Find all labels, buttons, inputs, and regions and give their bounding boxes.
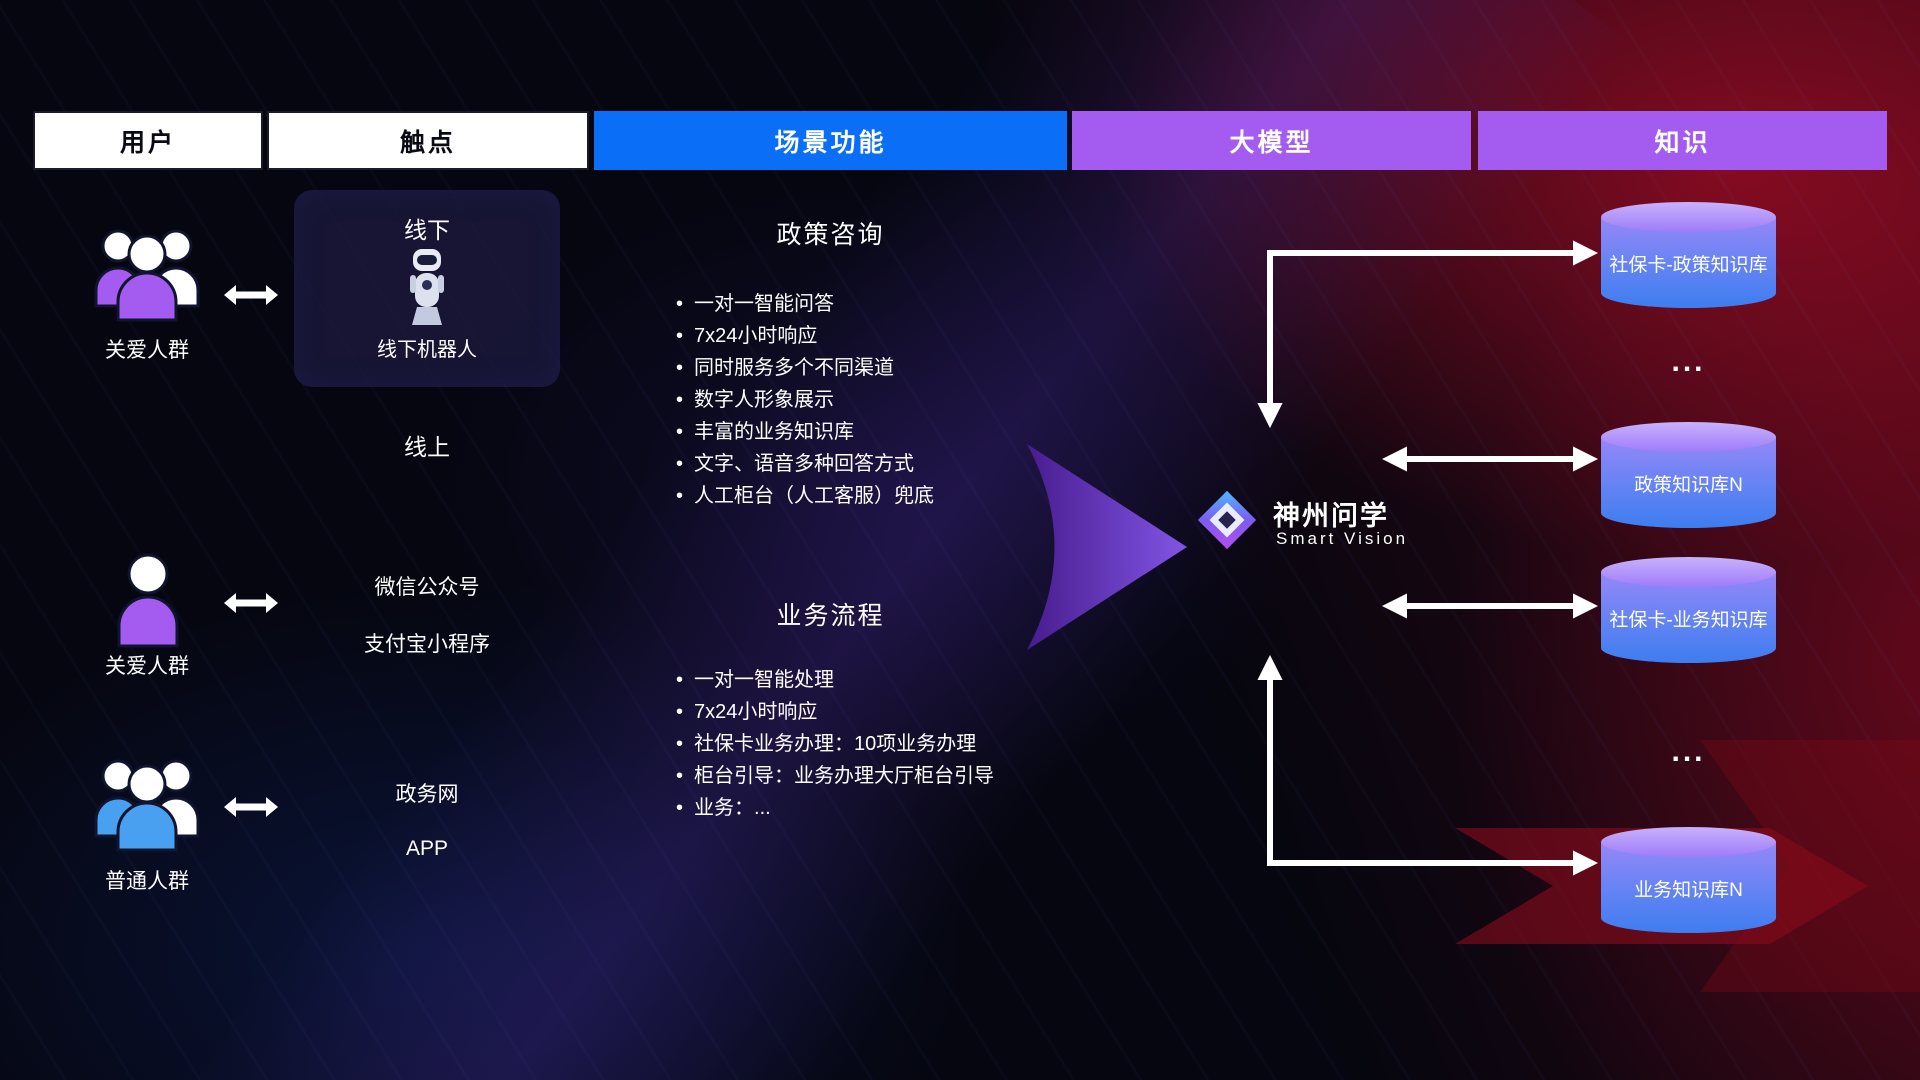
offline-title: 线下 bbox=[404, 217, 450, 243]
database-label: 政策知识库N bbox=[1634, 474, 1743, 496]
model-name: 神州问学 bbox=[1273, 501, 1389, 531]
robot-icon bbox=[405, 247, 449, 334]
channel-alipay: 支付宝小程序 bbox=[364, 633, 490, 656]
bidirectional-arrow-icon bbox=[222, 589, 280, 622]
policy-feature-item: 数字人形象展示 bbox=[676, 388, 934, 413]
policy-feature-item: 7x24小时响应 bbox=[676, 324, 934, 349]
logo-diamond-icon bbox=[1194, 487, 1260, 558]
policy-section-title: 政策咨询 bbox=[776, 221, 885, 249]
online-title: 线上 bbox=[404, 434, 450, 460]
policy-feature-item: 同时服务多个不同渠道 bbox=[676, 356, 934, 381]
column-header-touchpoints: 触点 bbox=[267, 111, 589, 170]
policy-feature-item: 丰富的业务知识库 bbox=[676, 420, 934, 445]
database-cylinder-icon: 社保卡-政策知识库 bbox=[1601, 202, 1776, 308]
policy-feature-item: 人工柜台（人工客服）兜底 bbox=[676, 484, 934, 509]
database-label: 业务知识库N bbox=[1634, 879, 1743, 901]
business-feature-item: 社保卡业务办理：10项业务办理 bbox=[676, 732, 994, 757]
business-feature-item: 柜台引导：业务办理大厅柜台引导 bbox=[676, 764, 994, 789]
ellipsis: ... bbox=[1671, 735, 1706, 768]
flow-arrow-icon bbox=[1022, 432, 1197, 667]
column-header-scenario-functions: 场景功能 bbox=[594, 111, 1067, 170]
business-feature-item: 业务：... bbox=[676, 796, 994, 821]
policy-feature-item: 一对一智能问答 bbox=[676, 292, 934, 317]
business-feature-list: 一对一智能处理 7x24小时响应 社保卡业务办理：10项业务办理 柜台引导：业务… bbox=[676, 668, 994, 828]
column-header-large-model: 大模型 bbox=[1072, 111, 1471, 170]
database-cylinder-icon: 社保卡-业务知识库 bbox=[1601, 557, 1776, 663]
policy-feature-list: 一对一智能问答 7x24小时响应 同时服务多个不同渠道 数字人形象展示 丰富的业… bbox=[676, 292, 934, 516]
database-label: 社保卡-政策知识库 bbox=[1609, 254, 1768, 276]
ordinary-group-icon bbox=[82, 750, 212, 859]
bidirectional-arrow-icon bbox=[222, 281, 280, 314]
user-group-label: 关爱人群 bbox=[105, 339, 189, 362]
user-person-label: 关爱人群 bbox=[105, 655, 189, 678]
database-label: 社保卡-业务知识库 bbox=[1609, 609, 1768, 631]
bidirectional-arrow-icon bbox=[222, 793, 280, 826]
database-cylinder-icon: 政策知识库N bbox=[1601, 422, 1776, 528]
model-subtitle: Smart Vision bbox=[1276, 529, 1409, 548]
business-feature-item: 7x24小时响应 bbox=[676, 700, 994, 725]
care-person-icon bbox=[112, 550, 184, 653]
offline-robot-label: 线下机器人 bbox=[377, 339, 477, 361]
column-header-knowledge: 知识 bbox=[1478, 111, 1887, 170]
policy-feature-item: 文字、语音多种回答方式 bbox=[676, 452, 934, 477]
channel-wechat: 微信公众号 bbox=[374, 576, 480, 599]
business-section-title: 业务流程 bbox=[776, 602, 885, 630]
care-group-icon bbox=[82, 220, 212, 329]
user-group-label: 普通人群 bbox=[105, 870, 189, 893]
channel-app: APP bbox=[405, 837, 449, 860]
database-cylinder-icon: 业务知识库N bbox=[1601, 827, 1776, 933]
column-header-users: 用户 bbox=[33, 111, 263, 170]
business-feature-item: 一对一智能处理 bbox=[676, 668, 994, 693]
ellipsis: ... bbox=[1671, 345, 1706, 378]
channel-gov-web: 政务网 bbox=[395, 783, 459, 806]
